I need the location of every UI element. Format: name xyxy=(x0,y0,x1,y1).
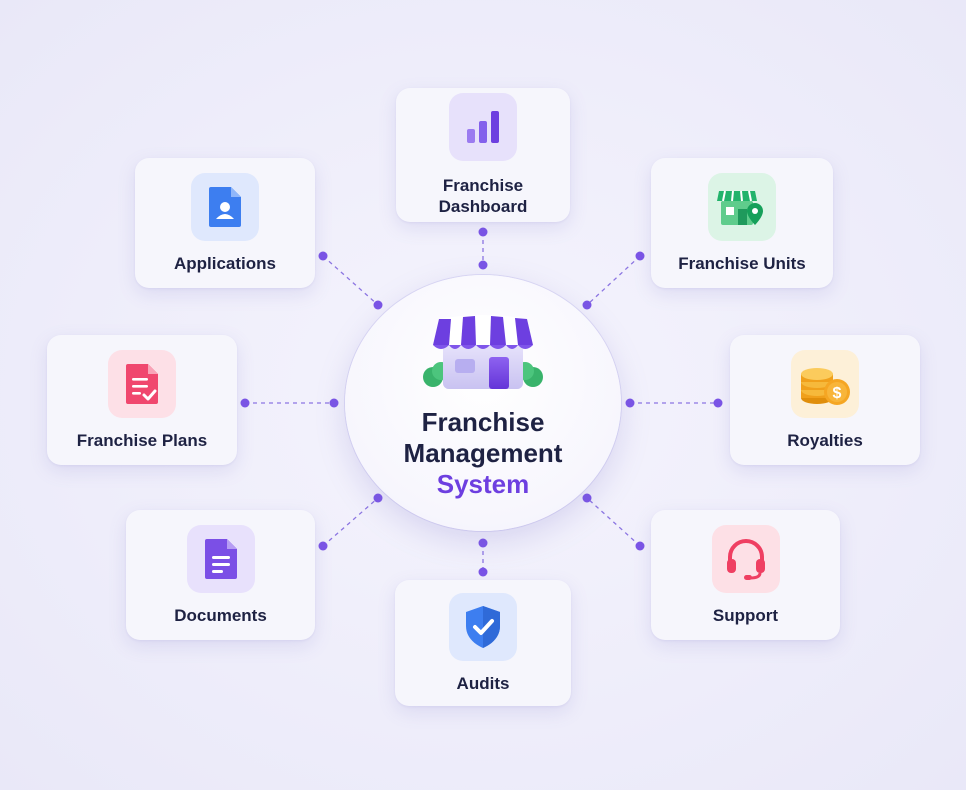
connector-dot xyxy=(582,300,592,310)
icon-tile xyxy=(449,592,517,661)
connector-dot xyxy=(318,541,328,551)
card-franchise-units[interactable]: Franchise Units xyxy=(651,158,833,288)
document-icon xyxy=(204,538,237,579)
connector-dot xyxy=(373,493,383,503)
hub-title-line: Franchise xyxy=(421,407,545,437)
headset-icon xyxy=(726,538,765,580)
icon-tile xyxy=(449,93,517,161)
icon-tile: $ xyxy=(791,349,859,418)
connector-support xyxy=(586,497,641,547)
connector-applications xyxy=(322,255,379,306)
card-label: Royalties xyxy=(787,430,863,450)
svg-text:$: $ xyxy=(833,385,842,402)
connector-units xyxy=(586,255,641,306)
card-label: Franchise Units xyxy=(678,253,806,273)
card-documents[interactable]: Documents xyxy=(126,510,315,640)
connector-dot xyxy=(373,300,383,310)
card-label: Documents xyxy=(174,605,267,625)
card-label: Franchise Plans xyxy=(76,430,208,450)
card-label: Applications xyxy=(173,253,276,273)
connector-dot xyxy=(478,260,488,270)
card-royalties[interactable]: $ Royalties xyxy=(730,335,920,465)
connector-dot xyxy=(478,538,488,548)
hub-title-accent: System xyxy=(436,469,530,499)
coins-dollar-icon: $ xyxy=(801,367,850,405)
icon-tile xyxy=(708,172,776,241)
bar-chart-icon xyxy=(467,111,499,143)
hub-title: Franchise Management System xyxy=(404,407,563,500)
card-audits[interactable]: Audits xyxy=(395,580,571,706)
storefront-icon xyxy=(423,315,543,389)
icon-tile xyxy=(191,172,259,241)
central-hub[interactable]: Franchise Management System xyxy=(345,275,621,531)
connector-documents xyxy=(322,497,379,547)
card-franchise-dashboard[interactable]: Franchise Dashboard xyxy=(396,88,570,222)
icon-tile xyxy=(108,349,176,418)
store-location-icon xyxy=(717,190,763,225)
connector-dot xyxy=(582,493,592,503)
card-applications[interactable]: Applications xyxy=(135,158,315,288)
card-support[interactable]: Support xyxy=(651,510,840,640)
connector-dot xyxy=(240,398,250,408)
hub-title-line: Management xyxy=(403,438,563,468)
connector-dot xyxy=(478,567,488,577)
connector-dot xyxy=(478,227,488,237)
icon-tile xyxy=(711,524,780,593)
connector-dot xyxy=(635,541,645,551)
checklist-document-icon xyxy=(126,363,158,404)
card-label: Support xyxy=(712,605,779,625)
shield-check-icon xyxy=(466,605,500,648)
card-label: Audits xyxy=(456,673,510,693)
connector-dot xyxy=(318,251,328,261)
card-franchise-plans[interactable]: Franchise Plans xyxy=(47,335,237,465)
card-label: Franchise Dashboard xyxy=(438,176,528,216)
icon-tile xyxy=(186,524,255,593)
connector-dot xyxy=(625,398,635,408)
connector-dot xyxy=(635,251,645,261)
connector-dot xyxy=(329,398,339,408)
connector-dot xyxy=(713,398,723,408)
user-document-icon xyxy=(209,186,241,227)
